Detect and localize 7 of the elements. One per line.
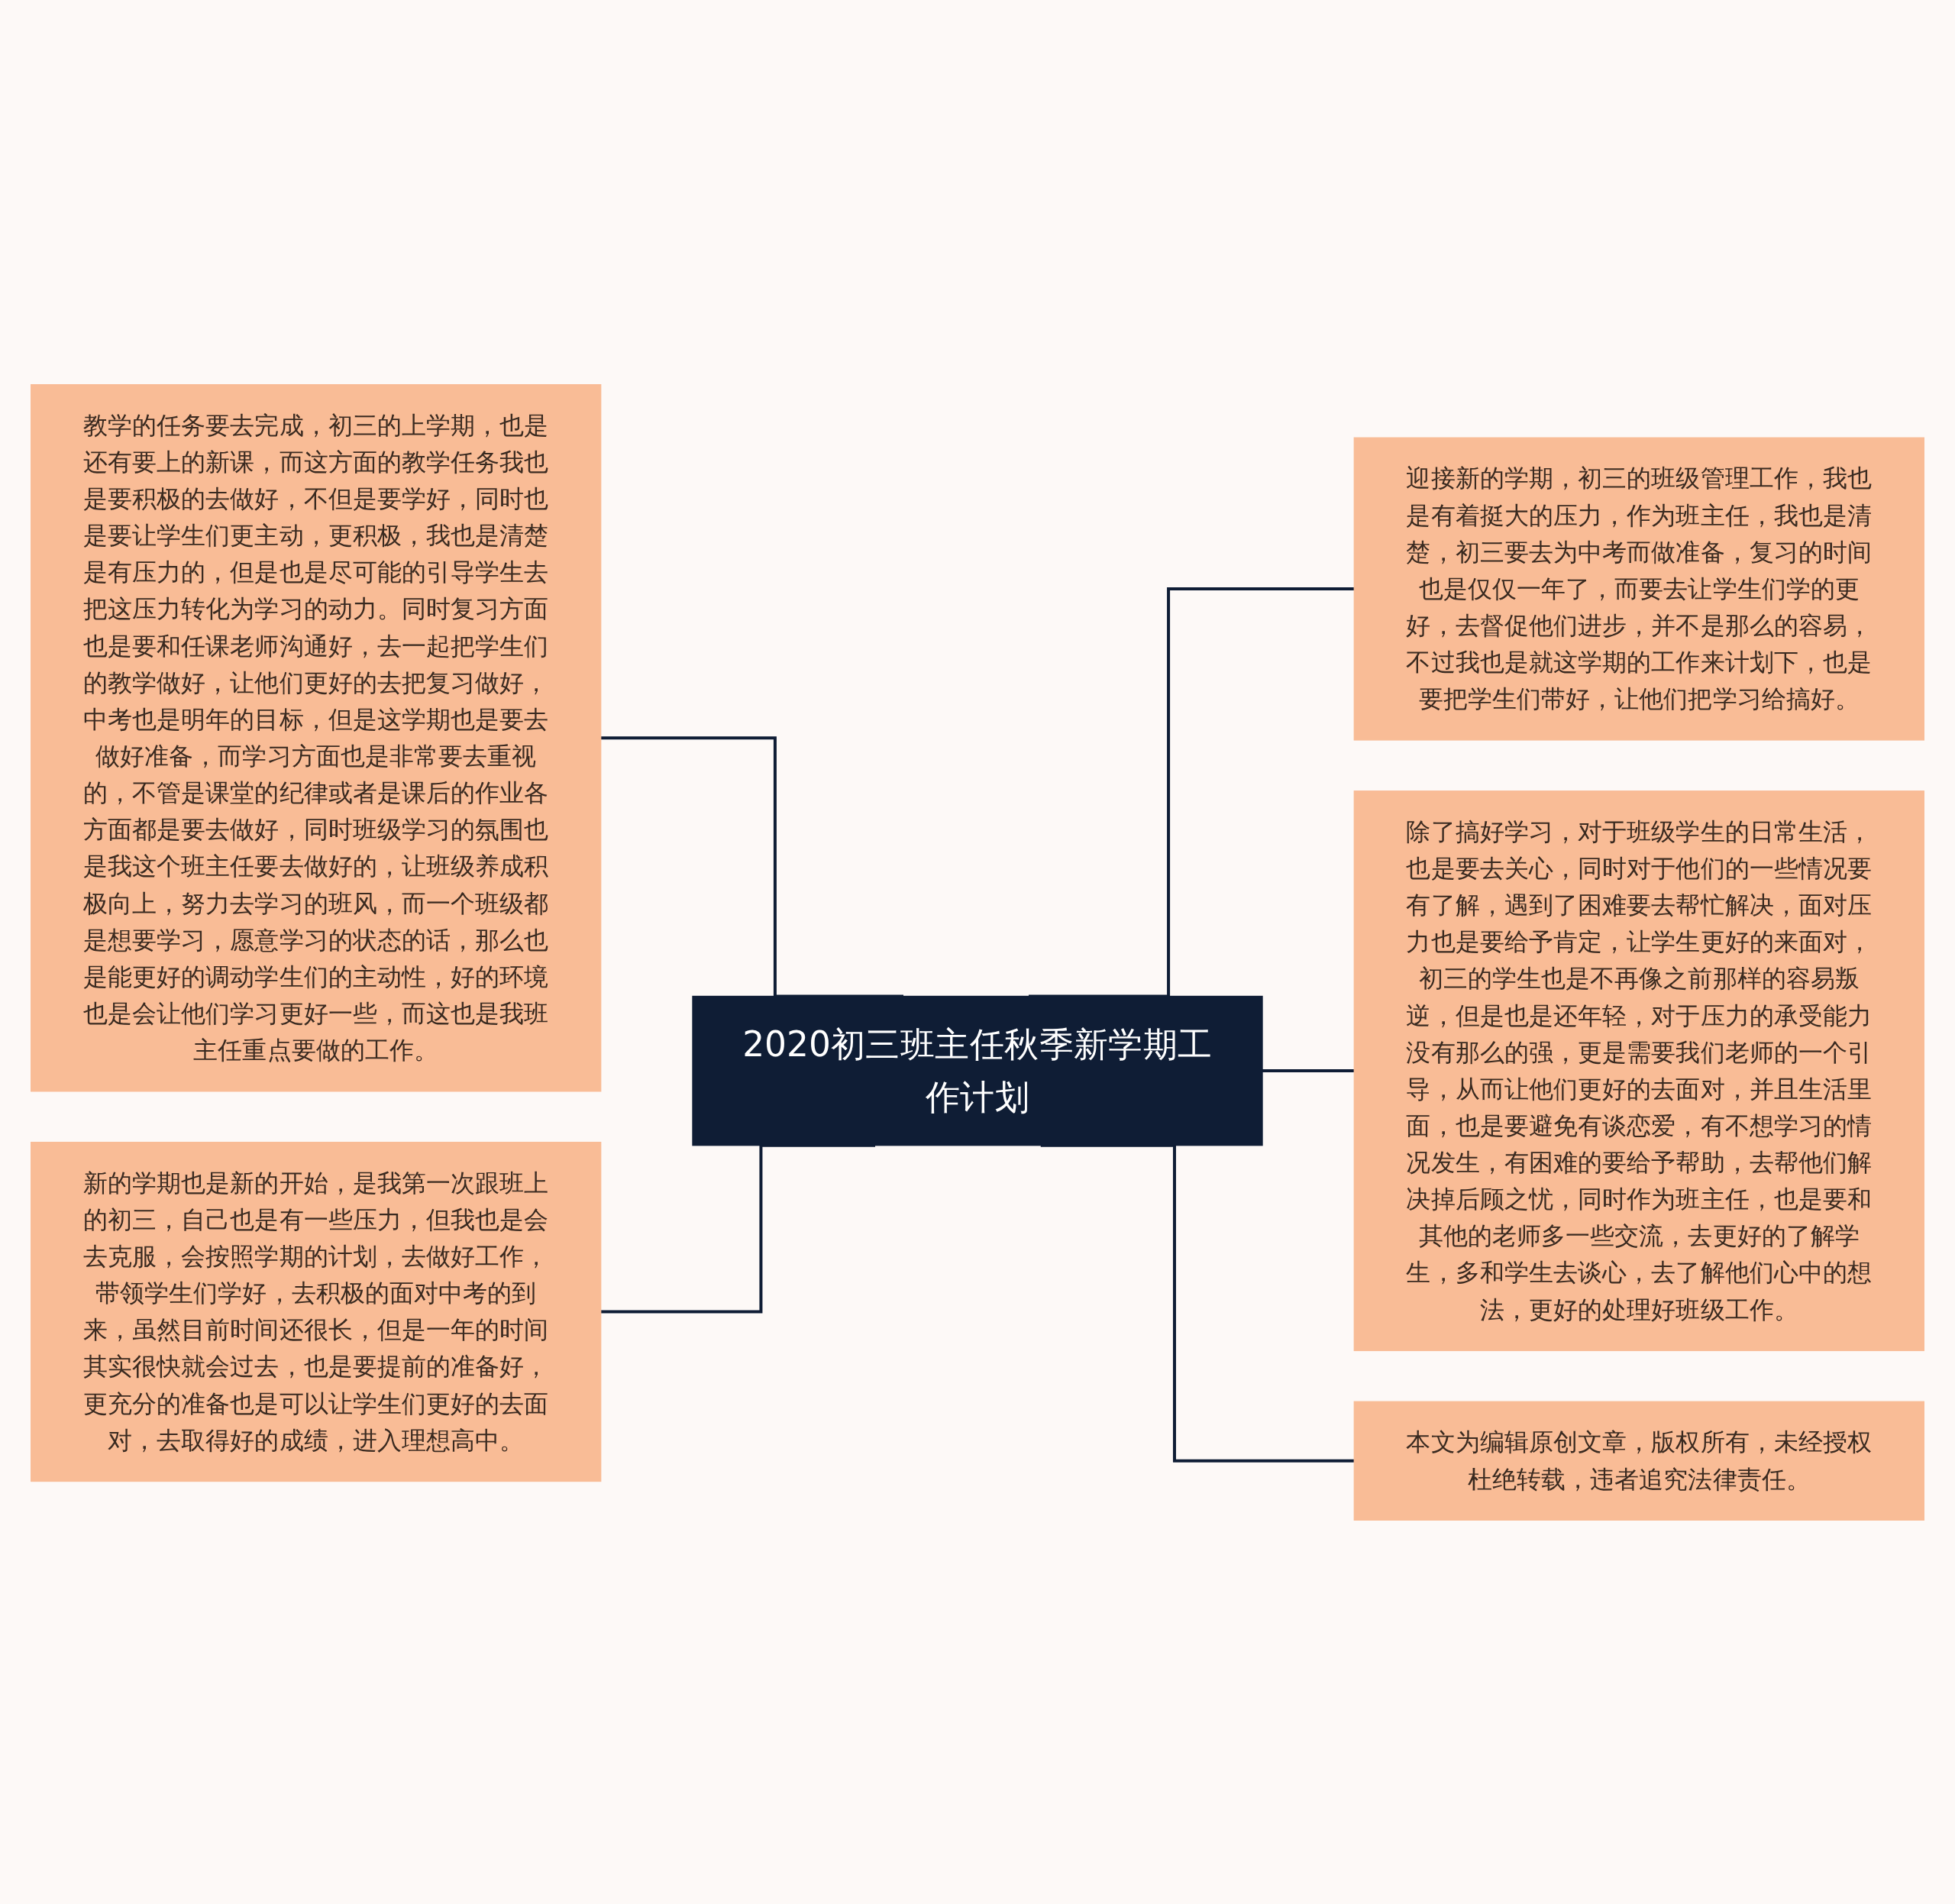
node-box: 迎接新的学期，初三的班级管理工作，我也是有着挺大的压力，作为班主任，我也是清楚，初三要去为中考而做准备，复习的时间也是仅仅一年了，而要去让学生们学的更好，去督促他们进步，并不是那么的容易，不过我也是就这学期的工作来计划下，也是要把学生们带好，让他们把学习给搞好。 [1353, 437, 1924, 741]
node-box: 教学的任务要去完成，初三的上学期，也是还有要上的新课，而这方面的教学任务我也是要积极的去做好，不但是要学好，同时也是要让学生们更主动，更积极，我也是清楚是有压力的，但是也是尽可能的引导学生去把这压力转化为学习的动力。同时复习方面也是要和任课老师沟通好，去一起把学生们的教学做好，让他们更好的去把复习做好，中考也是明年的目标，但是这学期也是要去做好准备，而学习方面也是非常要去重视的，不管是课堂的纪律或者是课后的作业各方面都是要去做好，同时班级学习的氛围也是我这个班主任要去做好的，让班级养成积极向上，努力去学习的班风，而一个班级都是想要学习，愿意学习的状态的话，那么也是能更好的调动学生们的主动性，好的环境也是会让他们学习更好一些，而这也是我班主任重点要做的工作。 [31, 383, 602, 1091]
node-box: 除了搞好学习，对于班级学生的日常生活，也是要去关心，同时对于他们的一些情况要有了解，遇到了困难要去帮忙解决，面对压力也是要给予肯定，让学生更好的来面对，初三的学生也是不再像之前那样的容易叛逆，但是也是还年轻，对于压力的承受能力没有那么的强，更是需要我们老师的一个引导，从而让他们更好的去面对，并且生活里面，也是要避免有谈恋爱，有不想学习的情况发生，有困难的要给予帮助，去帮他们解决掉后顾之忧，同时作为班主任，也是要和其他的老师多一些交流，去更好的了解学生，多和学生去谈心，去了解他们心中的想法，更好的处理好班级工作。 [1353, 790, 1924, 1351]
node-box: 新的学期也是新的开始，是我第一次跟班上的初三，自己也是有一些压力，但我也是会去克服，会按照学期的计划，去做好工作，带领学生们学好，去积极的面对中考的到来，虽然目前时间还很长，但是一年的时间其实很快就会过去，也是要提前的准备好，更充分的准备也是可以让学生们更好的去面对，去取得好的成绩，进入理想高中。 [31, 1141, 602, 1482]
connector [1262, 1068, 1355, 1072]
node-box: 本文为编辑原创文章，版权所有，未经授权杜绝转载，违者追究法律责任。 [1353, 1401, 1924, 1521]
node-box: 2020初三班主任秋季新学期工作计划 [692, 995, 1263, 1146]
